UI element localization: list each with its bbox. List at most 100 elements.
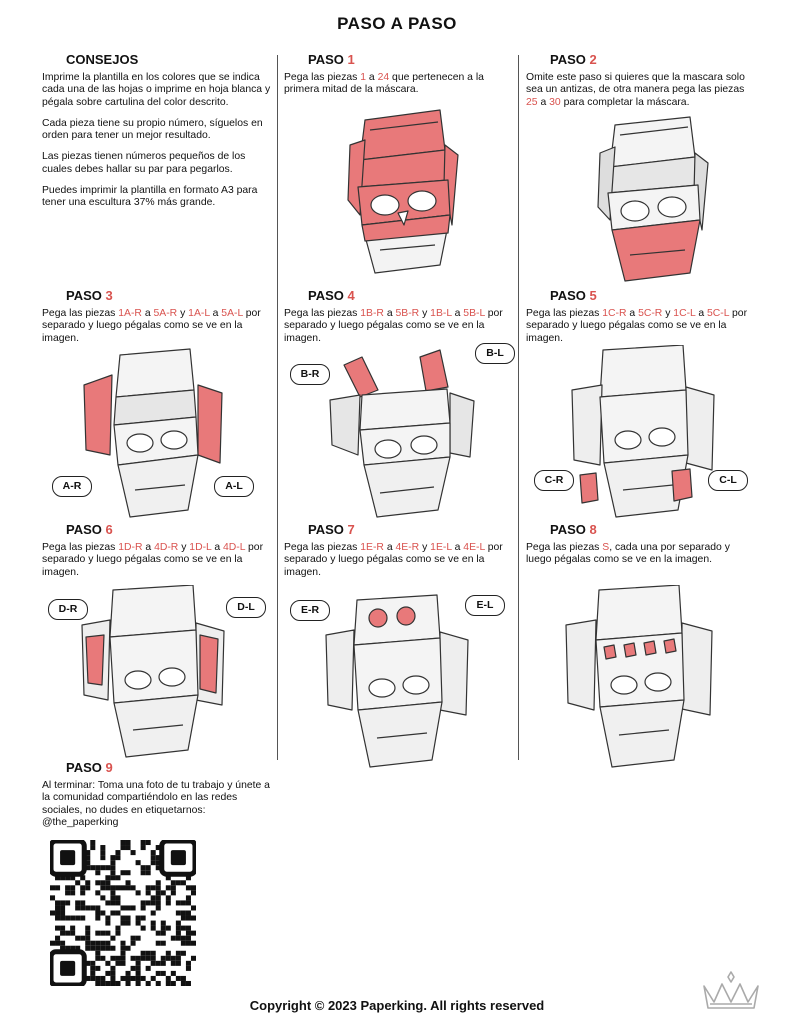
qr-module: [110, 865, 116, 871]
qr-finder-center: [60, 850, 76, 866]
qr-module: [155, 855, 161, 861]
qr-module: [190, 930, 196, 936]
qr-module: [110, 885, 116, 891]
qr-module: [70, 925, 76, 931]
step-heading: PASO 6: [66, 522, 113, 537]
mask-illustration-step-1: [347, 109, 459, 274]
qr-module: [150, 855, 156, 861]
qr-module: [85, 850, 91, 856]
piece-number: 5C-L: [707, 308, 730, 319]
qr-module: [140, 870, 146, 876]
qr-module: [155, 980, 161, 986]
qr-module: [120, 950, 126, 956]
qr-module: [75, 915, 81, 921]
qr-module: [180, 925, 186, 931]
step-text: Pega las piezas 1A-R a 5A-R y 1A-L a 5A-…: [42, 308, 274, 345]
step-heading: PASO 5: [550, 288, 597, 303]
qr-module: [115, 875, 121, 881]
consejo-paragraph: Las piezas tienen números pequeños de lo…: [42, 151, 246, 175]
qr-module: [165, 955, 171, 961]
piece-number: 4E-R: [395, 542, 420, 553]
qr-module: [115, 850, 121, 856]
step-text: Pega las piezas 1B-R a 5B-R y 1B-L a 5B-…: [284, 308, 516, 345]
qr-module: [125, 980, 131, 986]
qr-module: [70, 875, 76, 881]
qr-module: [55, 905, 61, 911]
qr-module: [175, 960, 181, 966]
qr-module: [110, 895, 116, 901]
qr-module: [150, 975, 156, 981]
text-segment: Omite este paso si quieres que la mascar…: [526, 72, 745, 96]
qr-module: [185, 940, 191, 946]
qr-module: [90, 865, 96, 871]
qr-module: [180, 910, 186, 916]
qr-module: [125, 885, 131, 891]
qr-module: [100, 885, 106, 891]
qr-module: [80, 885, 86, 891]
qr-module: [185, 960, 191, 966]
step-heading: PASO 4: [308, 288, 355, 303]
qr-module: [145, 870, 151, 876]
text-segment: por separado y luego pégalas como se ve …: [284, 308, 503, 344]
qr-module: [60, 940, 66, 946]
qr-module: [190, 885, 196, 891]
qr-module: [180, 975, 186, 981]
qr-module: [115, 930, 121, 936]
qr-module: [115, 960, 121, 966]
qr-module: [110, 910, 116, 916]
column-divider-right: [518, 55, 519, 760]
qr-module: [170, 970, 176, 976]
qr-module: [115, 955, 121, 961]
qr-module: [155, 940, 161, 946]
qr-module: [70, 930, 76, 936]
step-7: PASO 7 Pega las piezas 1E-R a 4E-R y 1E-…: [284, 522, 516, 588]
qr-module: [130, 885, 136, 891]
qr-module: [85, 885, 91, 891]
qr-module: [185, 935, 191, 941]
qr-module: [135, 975, 141, 981]
text-segment: por separado y luego pégalas como se ve …: [284, 542, 503, 578]
qr-module: [115, 925, 121, 931]
qr-module: [125, 915, 131, 921]
qr-module: [85, 975, 91, 981]
qr-module: [140, 905, 146, 911]
qr-module: [90, 945, 96, 951]
piece-number: 1E-L: [430, 542, 452, 553]
qr-module: [160, 970, 166, 976]
qr-module: [85, 855, 91, 861]
qr-module: [90, 940, 96, 946]
qr-module: [145, 965, 151, 971]
qr-module: [175, 955, 181, 961]
qr-module: [100, 895, 106, 901]
qr-module: [135, 915, 141, 921]
qr-module: [95, 880, 101, 886]
qr-module: [55, 925, 61, 931]
qr-module: [160, 920, 166, 926]
qr-module: [130, 975, 136, 981]
qr-module: [95, 975, 101, 981]
qr-module: [105, 915, 111, 921]
qr-module: [165, 895, 171, 901]
qr-module: [130, 940, 136, 946]
mask-illustration-step-5: [571, 345, 715, 518]
callout-label: E-R: [290, 600, 330, 621]
qr-module: [70, 885, 76, 891]
qr-module: [115, 855, 121, 861]
text-segment: para completar la máscara.: [560, 96, 690, 108]
qr-module: [190, 890, 196, 896]
qr-module: [85, 880, 91, 886]
qr-module: [105, 885, 111, 891]
qr-module: [95, 905, 101, 911]
qr-module: [65, 875, 71, 881]
qr-module: [125, 970, 131, 976]
qr-module: [60, 875, 66, 881]
qr-module: [175, 935, 181, 941]
qr-module: [85, 940, 91, 946]
qr-module: [50, 940, 56, 946]
piece-number: 1C-R: [602, 308, 627, 319]
text-segment: Al terminar: Toma una foto de tu trabajo…: [42, 780, 270, 828]
consejos-heading: CONSEJOS: [66, 52, 139, 67]
text-segment: y: [177, 308, 189, 319]
callout-label: E-L: [465, 595, 505, 616]
qr-module: [190, 915, 196, 921]
